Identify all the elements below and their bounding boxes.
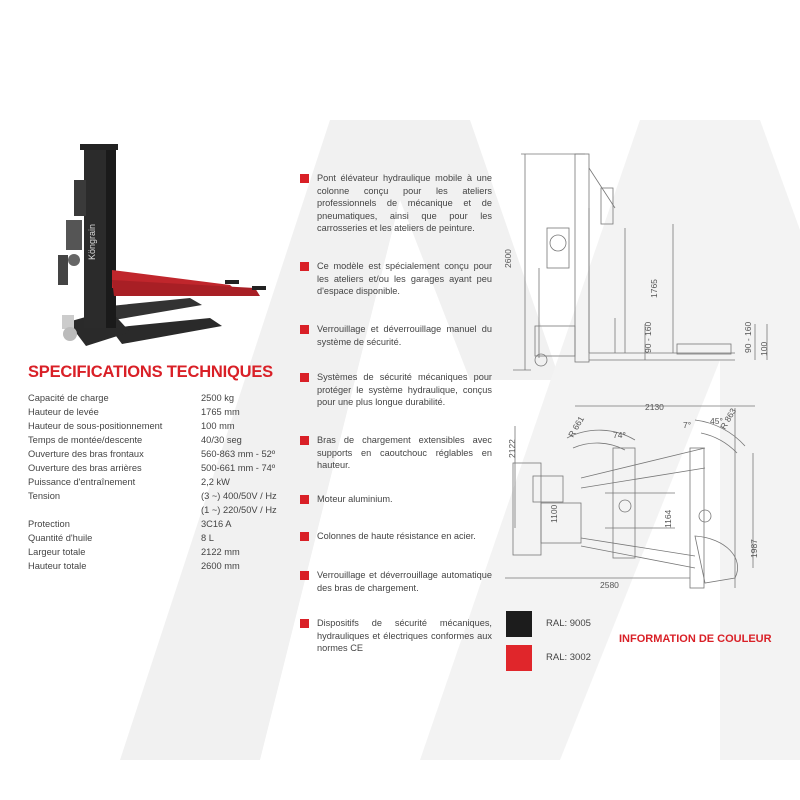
spec-value: 3C16 A bbox=[201, 519, 232, 529]
spec-label: Quantité d'huile bbox=[28, 533, 93, 543]
dim-lift-height: 1765 bbox=[649, 279, 659, 298]
spec-label: Capacité de charge bbox=[28, 393, 109, 403]
product-lift-image: Köngrain bbox=[58, 144, 266, 346]
bullet-square-icon bbox=[300, 373, 309, 382]
spec-value: 2500 kg bbox=[201, 393, 235, 403]
dim-length: 2580 bbox=[600, 580, 619, 590]
feature-item: Pont élévateur hydraulique mobile à une … bbox=[300, 172, 492, 235]
ral-label-black: RAL: 9005 bbox=[546, 618, 591, 629]
feature-item: Colonnes de haute résistance en acier. bbox=[300, 530, 492, 543]
feature-text: Bras de chargement extensibles avec supp… bbox=[317, 435, 492, 470]
feature-item: Verrouillage et déverrouillage manuel du… bbox=[300, 323, 492, 348]
angle-left: 74° bbox=[613, 430, 626, 440]
dim-center-2: 1164 bbox=[663, 509, 673, 528]
feature-text: Dispositifs de sécurité mécaniques, hydr… bbox=[317, 618, 492, 653]
dim-arm-range-2: 90 - 160 bbox=[743, 322, 753, 353]
spec-title: SPECIFICATIONS TECHNIQUES bbox=[28, 363, 273, 381]
feature-item: Dispositifs de sécurité mécaniques, hydr… bbox=[300, 617, 492, 655]
dim-low: 100 bbox=[759, 342, 769, 356]
spec-label: Tension bbox=[28, 491, 61, 501]
color-swatch-red bbox=[506, 645, 532, 671]
color-swatch-black bbox=[506, 611, 532, 637]
feature-item: Bras de chargement extensibles avec supp… bbox=[300, 434, 492, 472]
feature-item: Systèmes de sécurité mécaniques pour pro… bbox=[300, 371, 492, 409]
feature-text: Colonnes de haute résistance en acier. bbox=[317, 531, 476, 541]
spec-value: (1 ~) 220/50V / Hz bbox=[201, 505, 277, 515]
dim-arm-range-1: 90 - 160 bbox=[643, 322, 653, 353]
feature-text: Verrouillage et déverrouillage automatiq… bbox=[317, 570, 492, 593]
feature-text: Verrouillage et déverrouillage manuel du… bbox=[317, 324, 492, 347]
spec-value: 500-661 mm - 74º bbox=[201, 463, 276, 473]
spec-value: 8 L bbox=[201, 533, 214, 543]
spec-value: 100 mm bbox=[201, 421, 235, 431]
spec-value: 40/30 seg bbox=[201, 435, 242, 445]
technical-drawing: 2600 1765 90 - 160 90 - 160 100 2130 212… bbox=[505, 153, 769, 590]
angle-right-1: 7° bbox=[683, 420, 691, 430]
spec-label: Largeur totale bbox=[28, 547, 86, 557]
brand-logo-text: Köngrain bbox=[87, 224, 97, 260]
radius-left: R 661 bbox=[566, 414, 586, 439]
feature-text: Ce modèle est spécialement conçu pour le… bbox=[317, 261, 492, 296]
bullet-square-icon bbox=[300, 262, 309, 271]
dim-width: 2130 bbox=[645, 402, 664, 412]
spec-label: Temps de montée/descente bbox=[28, 435, 143, 445]
dim-right: 1987 bbox=[749, 539, 759, 558]
bullet-square-icon bbox=[300, 325, 309, 334]
ral-label-red: RAL: 3002 bbox=[546, 652, 591, 663]
feature-text: Moteur aluminium. bbox=[317, 494, 393, 504]
spec-value: 2,2 kW bbox=[201, 477, 230, 487]
feature-item: Verrouillage et déverrouillage automatiq… bbox=[300, 569, 492, 594]
spec-value: 2600 mm bbox=[201, 561, 240, 571]
dim-left-height: 2122 bbox=[507, 439, 517, 458]
bullet-square-icon bbox=[300, 532, 309, 541]
feature-text: Pont élévateur hydraulique mobile à une … bbox=[317, 173, 492, 233]
spec-label: Ouverture des bras arrières bbox=[28, 463, 142, 473]
spec-value: 1765 mm bbox=[201, 407, 240, 417]
spec-label: Hauteur de levée bbox=[28, 407, 99, 417]
bullet-square-icon bbox=[300, 495, 309, 504]
angle-right-2: 45° bbox=[710, 416, 723, 426]
spec-label: Protection bbox=[28, 519, 70, 529]
bullet-square-icon bbox=[300, 571, 309, 580]
bullet-square-icon bbox=[300, 619, 309, 628]
spec-value: 560-863 mm - 52º bbox=[201, 449, 276, 459]
bullet-square-icon bbox=[300, 174, 309, 183]
feature-item: Moteur aluminium. bbox=[300, 493, 492, 506]
bullet-square-icon bbox=[300, 436, 309, 445]
color-info-title: INFORMATION DE COULEUR bbox=[619, 633, 772, 645]
spec-label: Ouverture des bras frontaux bbox=[28, 449, 144, 459]
dim-center-1: 1100 bbox=[549, 504, 559, 523]
feature-text: Systèmes de sécurité mécaniques pour pro… bbox=[317, 372, 492, 407]
spec-label: Hauteur totale bbox=[28, 561, 87, 571]
spec-value: (3 ~) 400/50V / Hz bbox=[201, 491, 277, 501]
spec-label: Hauteur de sous-positionnement bbox=[28, 421, 163, 431]
feature-item: Ce modèle est spécialement conçu pour le… bbox=[300, 260, 492, 298]
dim-total-height: 2600 bbox=[505, 249, 513, 268]
spec-label: Puissance d'entraînement bbox=[28, 477, 136, 487]
spec-value: 2122 mm bbox=[201, 547, 240, 557]
